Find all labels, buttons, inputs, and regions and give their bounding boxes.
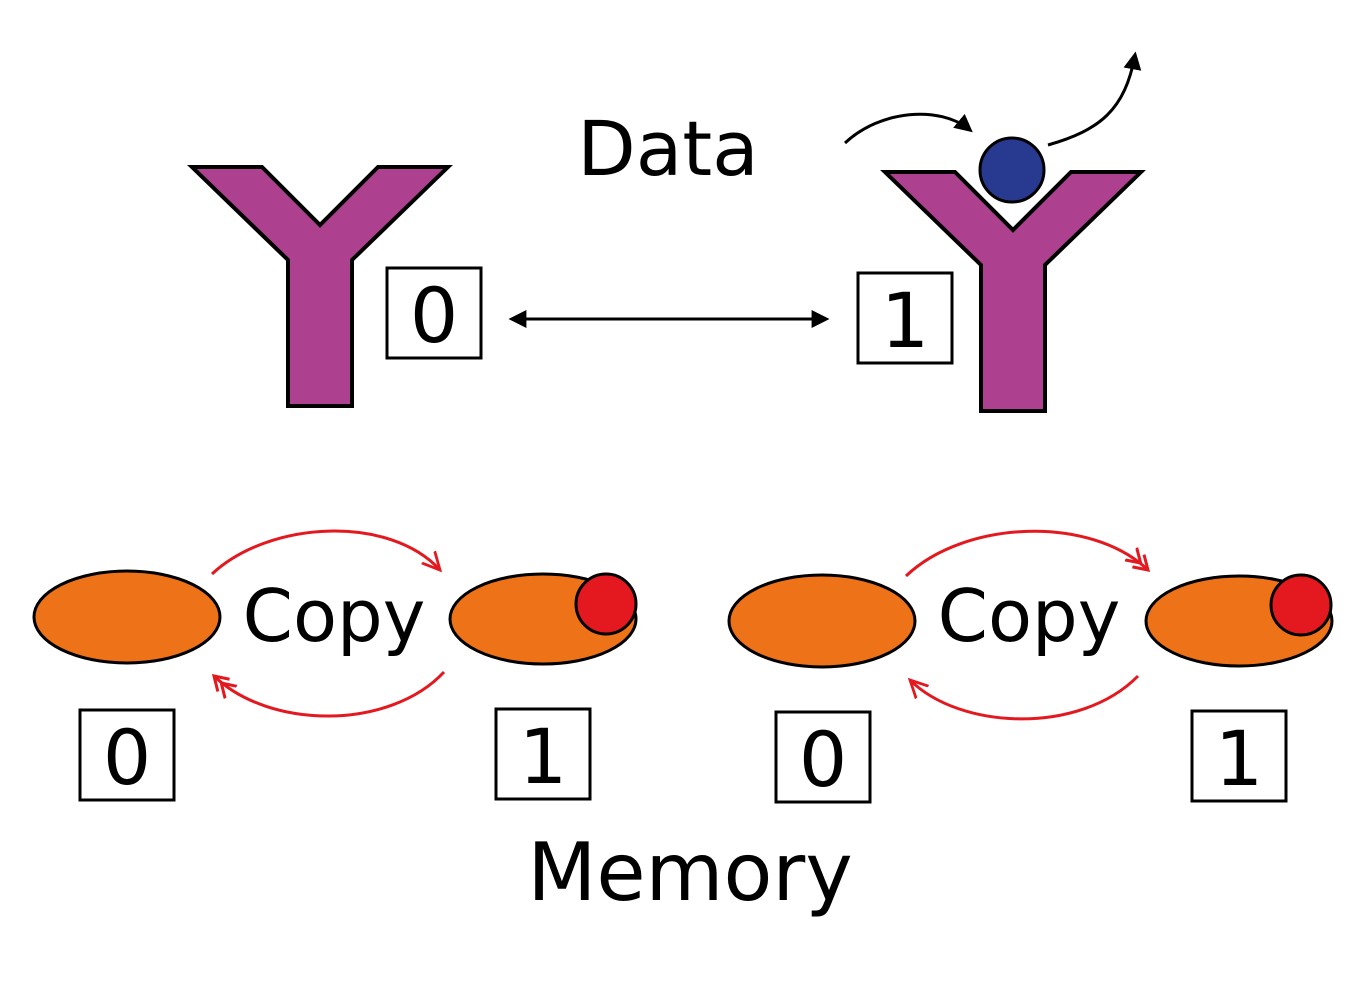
memory-left-box-1-value: 1 [519, 712, 567, 801]
memory-right-box-1-value: 1 [1215, 714, 1263, 803]
memory-left-box-0 [78, 708, 176, 802]
memory-right-box-1 [1190, 709, 1288, 803]
receptor-left-state-box [385, 266, 483, 360]
receptor-left-state-value: 0 [410, 271, 458, 360]
data-label: Data [577, 104, 758, 193]
outgoing-arrow-icon [1047, 51, 1142, 147]
incoming-arrow-icon [843, 112, 973, 145]
memory-left-box-0-value: 0 [103, 713, 151, 802]
memory-left-box-1 [494, 707, 592, 801]
copy-left-forward-arrow-icon [210, 529, 440, 576]
memory-left-disk-0 [32, 569, 222, 665]
memory-label: Memory [527, 826, 852, 919]
memory-right-box-0 [774, 710, 872, 804]
copy-left-label: Copy [243, 574, 426, 658]
copy-left-back-arrow-icon [214, 670, 446, 718]
receptor-right-state-value: 1 [881, 276, 929, 365]
copy-right-back-arrow-icon [910, 674, 1140, 721]
memory-right-box-0-value: 0 [799, 715, 847, 804]
memory-left-dot-icon [574, 572, 638, 636]
memory-right-disk-0 [727, 573, 917, 669]
copy-right-forward-arrow-icon [904, 529, 1148, 578]
receptor-left-icon [187, 165, 453, 408]
memory-right-dot-icon [1269, 573, 1333, 637]
receptor-right-state-box [856, 271, 954, 365]
data-particle-icon [978, 136, 1046, 204]
receptor-right-icon [880, 170, 1146, 413]
copy-right-label: Copy [938, 574, 1121, 658]
